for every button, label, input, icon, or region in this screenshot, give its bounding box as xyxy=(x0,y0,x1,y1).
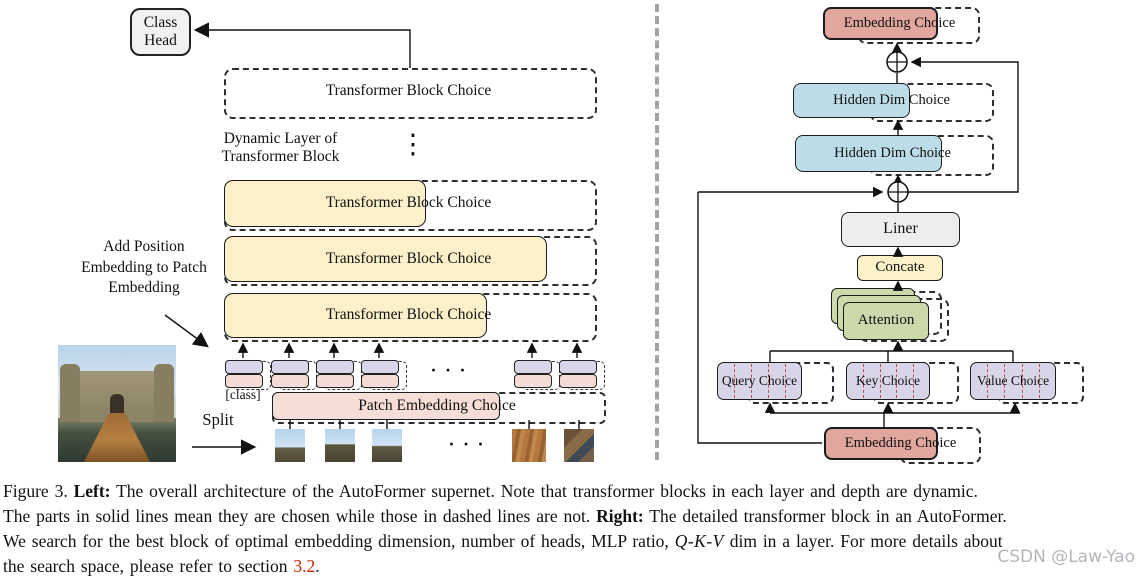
caption-line: Figure 3. Left: The overall architecture… xyxy=(3,479,1141,504)
token-patch xyxy=(559,374,597,388)
patch-embedding-label: Patch Embedding Choice xyxy=(358,396,516,414)
embedding-bottom-label: Embedding Choice xyxy=(844,434,957,451)
token-patch xyxy=(514,374,552,388)
transformer-block-solid xyxy=(224,293,487,338)
embedding-bottom-solid xyxy=(824,427,938,460)
hidden-dim-label: Hidden Dim Choice xyxy=(834,144,951,161)
patch-token xyxy=(225,360,271,390)
image-patch xyxy=(325,429,355,462)
transformer-block-label: Transformer Block Choice xyxy=(325,82,492,100)
caption-line: The parts in solid lines mean they are c… xyxy=(3,504,1141,529)
patch-token xyxy=(361,360,407,390)
key-dim-lines xyxy=(846,362,930,400)
value-dim-lines xyxy=(970,362,1056,400)
castle-photo xyxy=(58,345,176,462)
caption-line: the search space, please refer to sectio… xyxy=(3,554,1141,579)
caption-text: The parts in solid lines mean they are c… xyxy=(3,506,597,526)
castle-tower xyxy=(153,363,174,423)
transformer-block-dashed xyxy=(224,68,597,119)
transformer-block-label: Transformer Block Choice xyxy=(325,194,492,212)
token-patch xyxy=(271,374,309,388)
caption-text: . xyxy=(315,556,320,576)
caption-text: the search space, please refer to sectio… xyxy=(3,556,294,576)
ellipsis-patches-icon: · · · xyxy=(448,434,486,455)
token-position xyxy=(514,360,552,374)
circle-plus-icon xyxy=(886,51,908,73)
caption-text: The detailed transformer block in an Aut… xyxy=(643,506,1007,526)
image-patch xyxy=(275,429,305,462)
caption-text: dim in a layer. For more details about xyxy=(723,531,1003,551)
token-position xyxy=(559,360,597,374)
circle-plus-icon xyxy=(887,181,909,203)
token-patch xyxy=(316,374,354,388)
patch-token xyxy=(559,360,605,390)
token-patch xyxy=(225,374,263,388)
panel-divider xyxy=(655,4,659,460)
embedding-top-label: Embedding Choice xyxy=(843,14,956,31)
transformer-block-solid xyxy=(224,180,426,227)
caption-text: Figure 3. xyxy=(3,481,74,501)
split-label: Split xyxy=(202,410,234,430)
caption-text: We search for the best block of optimal … xyxy=(3,531,675,551)
patch-token xyxy=(514,360,560,390)
ellipsis-vertical-icon: ⋮ xyxy=(399,129,427,161)
patch-embedding-solid xyxy=(272,392,500,420)
embedding-top-solid xyxy=(823,7,938,40)
transformer-block-label: Transformer Block Choice xyxy=(325,306,492,324)
token-position xyxy=(271,360,309,374)
caption-bold-right: Right: xyxy=(596,506,644,526)
key-solid xyxy=(846,362,930,400)
token-position xyxy=(361,360,399,374)
figure-caption: Figure 3. Left: The overall architecture… xyxy=(3,479,1141,579)
ellipsis-tokens-icon: · · · xyxy=(430,360,468,381)
image-patch xyxy=(512,429,546,462)
query-label: Query Choice xyxy=(721,373,798,389)
token-position xyxy=(225,360,263,374)
patch-token xyxy=(271,360,317,390)
caption-line: We search for the best block of optimal … xyxy=(3,529,1141,554)
watermark: CSDN @Law-Yao xyxy=(997,547,1135,567)
class-head-box: Class Head xyxy=(130,8,191,56)
class-token-label: [class] xyxy=(225,387,261,403)
image-patch xyxy=(564,429,594,462)
caption-math-qkv: Q-K-V xyxy=(674,531,724,551)
value-label: Value Choice xyxy=(976,373,1050,389)
value-solid xyxy=(970,362,1056,400)
castle-tower xyxy=(60,363,81,423)
token-position xyxy=(316,360,354,374)
transformer-block-solid xyxy=(224,236,547,282)
key-label: Key Choice xyxy=(855,373,921,389)
caption-text: The overall architecture of the AutoForm… xyxy=(110,481,978,501)
patch-token xyxy=(316,360,362,390)
image-patch xyxy=(372,429,402,462)
transformer-block-label: Transformer Block Choice xyxy=(325,249,492,267)
section-link[interactable]: 3.2 xyxy=(293,556,316,576)
hidden-dim-solid xyxy=(793,83,910,118)
token-patch xyxy=(361,374,399,388)
caption-bold-left: Left: xyxy=(73,481,111,501)
dynamic-layer-label: Dynamic Layer of Transformer Block xyxy=(221,129,340,165)
attention-box: Attention xyxy=(843,302,929,340)
hidden-dim-label: Hidden Dim Choice xyxy=(833,91,950,108)
concate-box: Concate xyxy=(857,255,943,281)
liner-box: Liner xyxy=(841,212,960,247)
add-position-label: Add Position Embedding to Patch Embeddin… xyxy=(81,237,207,297)
